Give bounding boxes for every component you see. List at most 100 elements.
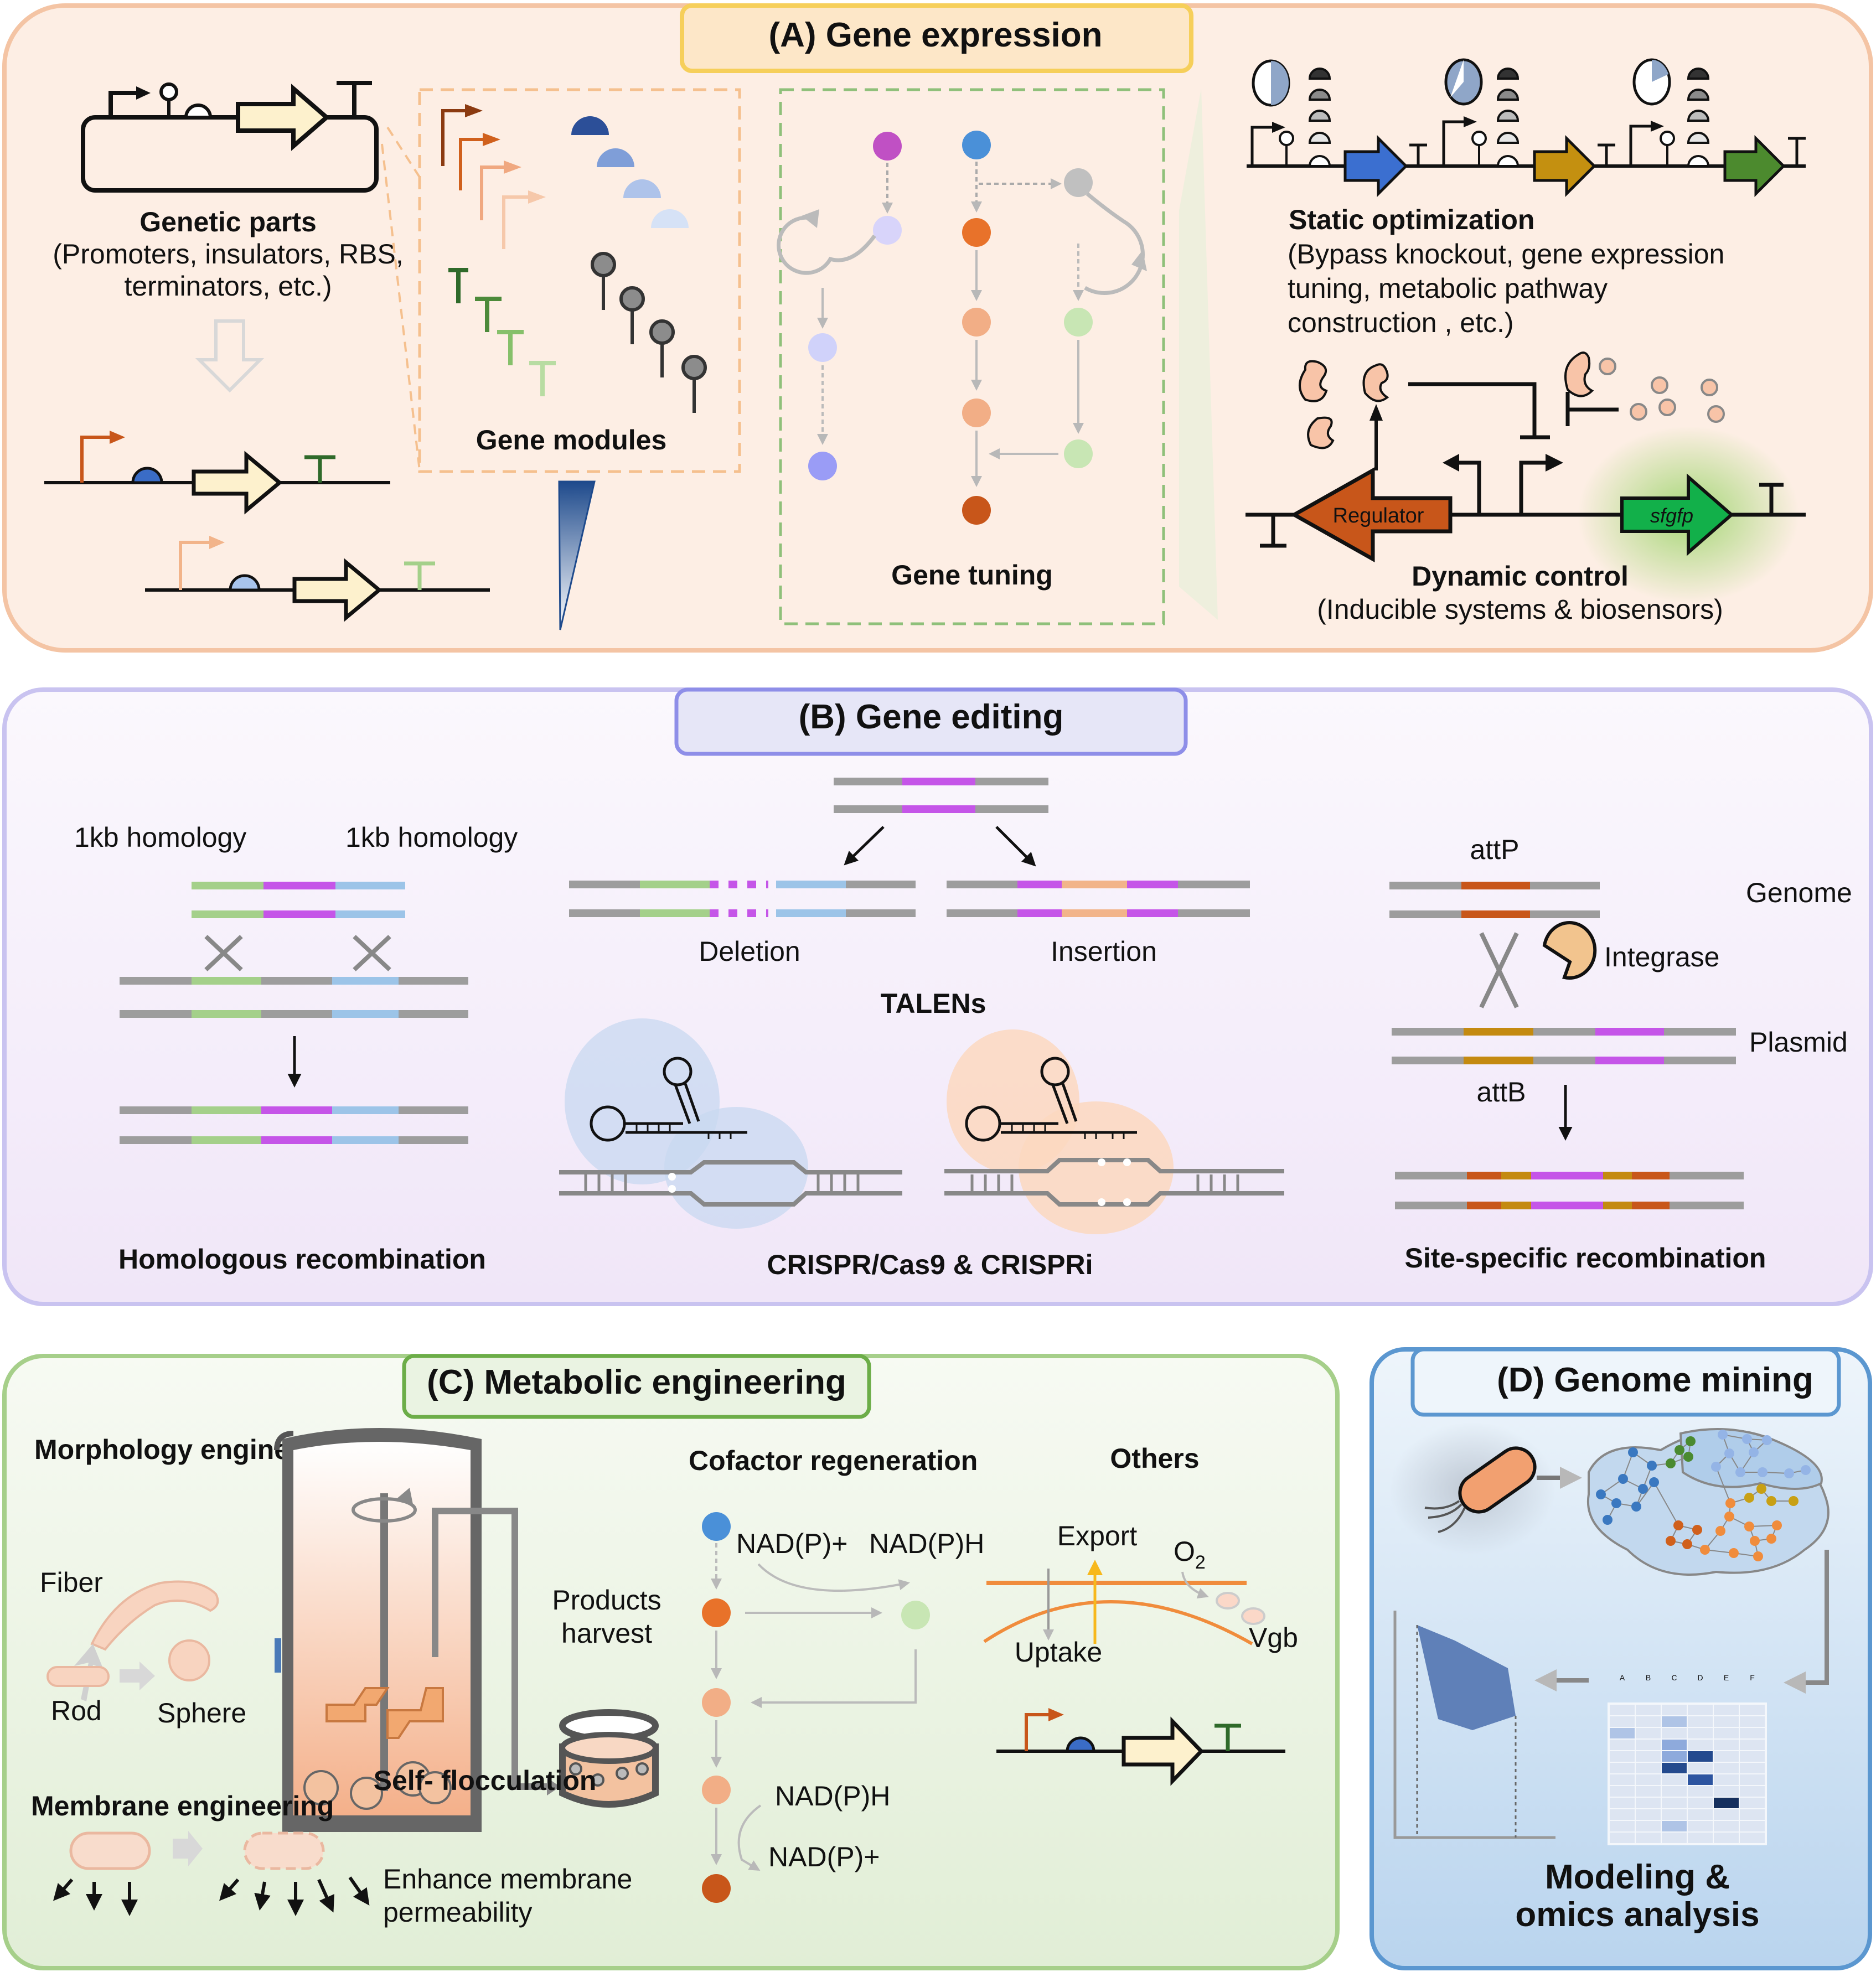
heatmap-cell xyxy=(1740,1786,1765,1797)
heatmap-cell xyxy=(1688,1809,1713,1820)
gene-tuning-pathway xyxy=(777,131,1147,525)
modeling-label-2: omics analysis xyxy=(1515,1896,1759,1934)
gradient-wedge-icon xyxy=(558,480,596,630)
heatmap-cell xyxy=(1636,1774,1661,1785)
heatmap-cell xyxy=(1714,1740,1739,1750)
integrase-label: Integrase xyxy=(1604,941,1719,972)
panel-b-title: (B) Gene editing xyxy=(799,698,1064,736)
network-node xyxy=(1596,1489,1606,1499)
products-harvest-label-1: Products xyxy=(552,1585,661,1616)
heatmap-cell xyxy=(1714,1809,1739,1820)
static-optimization-constructs xyxy=(1247,58,1806,198)
cas9-complex-icon xyxy=(559,1018,902,1229)
site-specific-label: Site-specific recombination xyxy=(1405,1243,1766,1274)
static-optimization-desc-2: tuning, metabolic pathway xyxy=(1288,273,1608,304)
gene-tuning-label: Gene tuning xyxy=(891,560,1053,591)
genetic-parts-heading: Genetic parts xyxy=(139,206,317,237)
network-edge xyxy=(1715,1466,1731,1504)
heatmap-cell xyxy=(1662,1786,1687,1797)
heatmap-cell xyxy=(1636,1728,1661,1738)
dynamic-control-heading: Dynamic control xyxy=(1412,561,1629,592)
heatmap-cell xyxy=(1610,1763,1635,1773)
membrane-cells-icon xyxy=(53,1831,370,1916)
heatmap-cell xyxy=(1688,1774,1713,1785)
self-flocculation-label: Self- flocculation xyxy=(374,1765,597,1796)
regulator-label: Regulator xyxy=(1333,504,1424,527)
insertion-label: Insertion xyxy=(1051,936,1157,967)
network-node xyxy=(1749,1447,1759,1457)
panel-b: (B) Gene editing 1kb homology 1kb homolo… xyxy=(2,687,1873,1306)
heatmap-cell xyxy=(1636,1786,1661,1797)
network-node xyxy=(1603,1515,1613,1525)
membrane-transport-icon xyxy=(983,1560,1265,1645)
network-node xyxy=(1766,1534,1776,1544)
integrase-icon xyxy=(1542,921,1597,980)
talens-label: TALENs xyxy=(881,988,986,1019)
heatmap-cell xyxy=(1636,1821,1661,1831)
uptake-label: Uptake xyxy=(1015,1637,1102,1668)
network-node xyxy=(1711,1462,1721,1472)
dynamic-control-desc: (Inducible systems & biosensors) xyxy=(1317,594,1723,625)
heatmap-cell xyxy=(1610,1716,1635,1727)
heatmap-cell xyxy=(1740,1774,1765,1785)
heatmap-cell xyxy=(1662,1798,1687,1808)
heatmap-cell xyxy=(1662,1751,1687,1762)
heatmap-cell xyxy=(1740,1821,1765,1831)
network-node xyxy=(1682,1539,1692,1549)
network-node xyxy=(1784,1468,1794,1478)
heatmap-cell xyxy=(1610,1833,1635,1843)
heatmap-cell xyxy=(1688,1716,1713,1727)
heatmap-cell xyxy=(1714,1716,1739,1727)
panel-c: (C) Metabolic engineering Morphology eng… xyxy=(2,1354,1340,1970)
heatmap-column-header: D xyxy=(1697,1673,1703,1682)
heatmap-cell xyxy=(1636,1763,1661,1773)
heatmap-cell xyxy=(1688,1798,1713,1808)
network-node xyxy=(1647,1461,1657,1471)
network-edge xyxy=(1653,1482,1679,1526)
heatmap-cell xyxy=(1740,1728,1765,1738)
heatmap-cell xyxy=(1688,1833,1713,1843)
export-label: Export xyxy=(1057,1520,1138,1551)
network-node xyxy=(1715,1526,1725,1536)
network-node xyxy=(1686,1436,1696,1446)
network-node xyxy=(1742,1434,1752,1444)
heatmap-cell xyxy=(1636,1751,1661,1762)
heatmap-cell xyxy=(1740,1809,1765,1820)
site-specific-dna xyxy=(1389,882,1744,1209)
heatmap-cell xyxy=(1610,1740,1635,1750)
enhance-membrane-label-2: permeability xyxy=(383,1897,533,1928)
petri-dish-icon xyxy=(559,1709,659,1808)
network-node xyxy=(1692,1525,1702,1535)
heatmap-cell xyxy=(1662,1833,1687,1843)
heatmap-cell xyxy=(1688,1705,1713,1715)
heatmap-cell xyxy=(1636,1809,1661,1820)
cofactor-pathway xyxy=(702,1512,930,1903)
construct-2 xyxy=(145,536,490,622)
heatmap-cell xyxy=(1662,1774,1687,1785)
others-label: Others xyxy=(1110,1443,1199,1474)
talens-dna xyxy=(569,778,1250,917)
heatmap-cell xyxy=(1662,1809,1687,1820)
heatmap-cell xyxy=(1662,1705,1687,1715)
network-node xyxy=(1666,1536,1676,1546)
network-node xyxy=(1618,1474,1628,1484)
heatmap-cell xyxy=(1636,1705,1661,1715)
heatmap-cell xyxy=(1740,1740,1765,1750)
panel-c-title-box xyxy=(402,1354,871,1419)
network-node xyxy=(1724,1448,1734,1458)
heatmap-cell xyxy=(1688,1751,1713,1762)
heatmap-cell xyxy=(1740,1716,1765,1727)
panel-c-title: (C) Metabolic engineering xyxy=(427,1363,846,1401)
heatmap-cell xyxy=(1662,1821,1687,1831)
heatmap-cell xyxy=(1636,1740,1661,1750)
network-icon xyxy=(1586,1428,1830,1576)
heatmap-cell xyxy=(1714,1763,1739,1773)
heatmap-cell xyxy=(1688,1821,1713,1831)
rbs-library-icon xyxy=(571,116,689,228)
membrane-engineering-label: Membrane engineering xyxy=(31,1790,334,1821)
panel-d-title-box xyxy=(1410,1347,1841,1417)
genetic-parts-desc-1: (Promoters, insulators, RBS, xyxy=(53,239,404,270)
network-node xyxy=(1766,1496,1776,1506)
